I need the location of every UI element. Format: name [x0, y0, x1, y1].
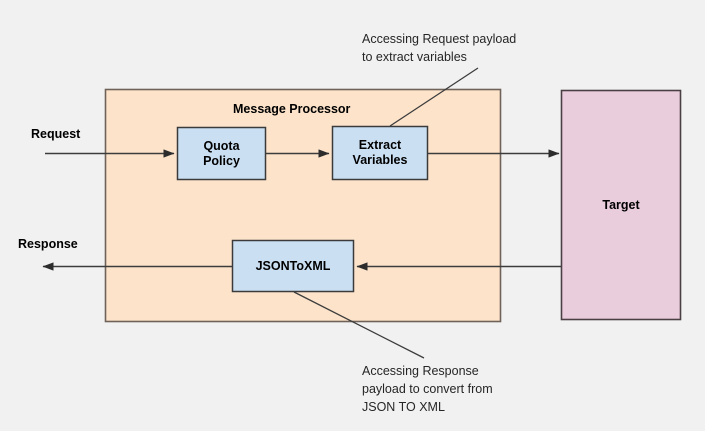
node-jsontoxml[interactable] — [231, 239, 355, 293]
edge-label-response: Response — [18, 237, 78, 251]
node-quota-policy[interactable] — [176, 126, 267, 181]
connector-request-note-leader — [389, 67, 479, 127]
node-target[interactable] — [560, 89, 682, 321]
edge-label-request: Request — [31, 127, 81, 141]
connector-response-note-leader — [293, 291, 425, 359]
annotation-response-payload-note: Accessing Response payload to convert fr… — [362, 364, 493, 414]
annotation-request-payload-note: Accessing Request payload to extract var… — [362, 32, 517, 64]
container-title-message-processor: Message Processor — [233, 102, 351, 116]
node-extract-variables[interactable] — [331, 125, 429, 181]
